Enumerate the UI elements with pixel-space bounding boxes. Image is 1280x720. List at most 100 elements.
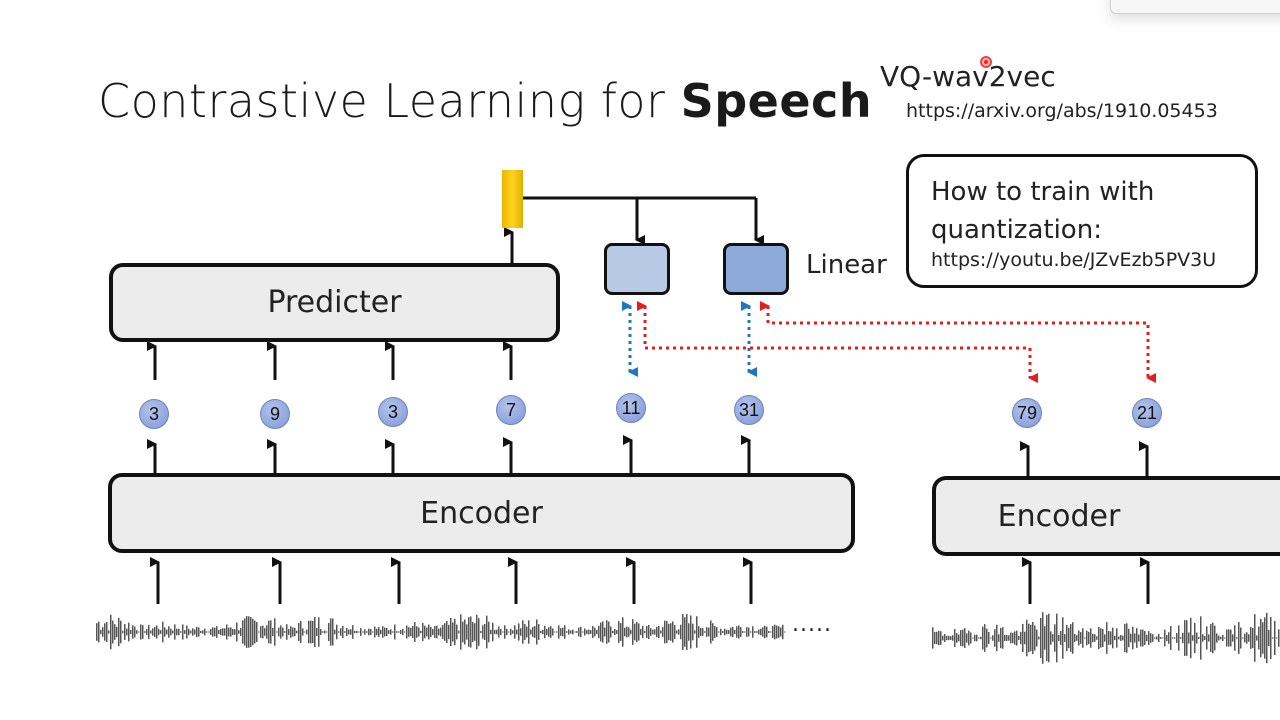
- waveform-sample: [1226, 629, 1228, 647]
- predicter-block: Predicter: [109, 263, 560, 342]
- waveform-sample: [624, 627, 626, 637]
- waveform-sample: [470, 616, 472, 648]
- waveform-sample: [1224, 637, 1226, 639]
- waveform-sample: [238, 630, 240, 634]
- title-bold: Speech: [680, 74, 873, 128]
- waveform-sample: [350, 629, 352, 635]
- waveform-sample: [732, 626, 734, 638]
- waveform-sample: [670, 623, 672, 641]
- waveform-sample: [468, 617, 470, 647]
- waveform-sample: [660, 630, 662, 634]
- encoder-block-right: Encoder: [932, 476, 1280, 556]
- waveform-sample: [1044, 626, 1046, 650]
- waveform-sample: [1024, 631, 1026, 645]
- waveform-sample: [736, 626, 738, 638]
- waveform-sample: [320, 629, 322, 635]
- waveform-sample: [256, 621, 258, 643]
- waveform-sample: [684, 617, 686, 647]
- waveform-sample: [702, 628, 704, 636]
- waveform-sample: [1022, 623, 1024, 653]
- waveform-sample: [416, 626, 418, 638]
- waveform-sample: [658, 626, 660, 638]
- waveform-sample: [508, 631, 510, 633]
- waveform-sample: [292, 627, 294, 637]
- waveform-sample: [494, 629, 496, 635]
- waveform-sample: [1026, 619, 1028, 657]
- waveform-sample: [428, 624, 430, 640]
- waveform-sample: [934, 631, 936, 645]
- waveform-sample: [284, 631, 286, 633]
- waveform-sample: [744, 631, 746, 633]
- waveform-sample: [558, 625, 560, 639]
- waveform-sample: [1154, 637, 1156, 639]
- waveform-sample: [488, 621, 490, 643]
- waveform-sample: [214, 627, 216, 637]
- waveform-sample: [542, 629, 544, 635]
- vq-wav2vec-link[interactable]: https://arxiv.org/abs/1910.05453: [906, 100, 1218, 122]
- waveform-sample: [444, 623, 446, 641]
- waveform-sample: [492, 622, 494, 642]
- waveform-sample: [974, 634, 976, 642]
- waveform-sample: [438, 628, 440, 636]
- waveform-sample: [108, 630, 110, 634]
- waveform-sample: [938, 630, 940, 646]
- token: 3: [378, 397, 408, 427]
- waveform-sample: [776, 625, 778, 639]
- waveform-sample: [1076, 635, 1078, 641]
- waveform-sample: [1194, 622, 1196, 654]
- waveform-sample: [178, 628, 180, 636]
- waveform-sample: [450, 617, 452, 647]
- waveform-sample: [376, 628, 378, 636]
- howto-link[interactable]: https://youtu.be/JZvEzb5PV3U: [931, 249, 1217, 271]
- waveform-sample: [1100, 628, 1102, 648]
- waveform-sample: [722, 631, 724, 633]
- waveform-sample: [594, 627, 596, 637]
- presentation-toolbar[interactable]: [1110, 0, 1280, 14]
- predicter-label: Predicter: [267, 285, 402, 320]
- waveform-sample: [554, 631, 556, 633]
- waveform-sample: [324, 630, 326, 634]
- waveform-sample: [626, 626, 628, 638]
- waveform-sample: [950, 636, 952, 640]
- waveform-sample: [1066, 624, 1068, 652]
- waveform-sample: [426, 627, 428, 637]
- waveform-sample: [1052, 634, 1054, 642]
- waveform-sample: [106, 622, 108, 642]
- waveform-sample: [710, 620, 712, 644]
- waveform-sample: [514, 625, 516, 639]
- waveform-sample: [694, 630, 696, 634]
- waveform-sample: [1258, 626, 1260, 650]
- waveform-sample: [1156, 636, 1158, 640]
- waveform-sample: [1078, 630, 1080, 646]
- waveform-sample: [588, 629, 590, 635]
- waveform-sample: [150, 630, 152, 634]
- waveform-sample: [548, 627, 550, 637]
- linear-layer-dark: [723, 243, 789, 295]
- waveform-sample: [742, 631, 744, 633]
- waveform-sample: [500, 629, 502, 635]
- waveform-sample: [760, 628, 762, 636]
- waveform-sample: [540, 630, 542, 634]
- waveform-sample: [666, 621, 668, 643]
- waveform-sample: [640, 628, 642, 636]
- waveform-sample: [746, 627, 748, 637]
- waveform-sample: [1098, 626, 1100, 650]
- waveform-sample: [756, 631, 758, 633]
- waveform-sample: [1230, 629, 1232, 647]
- waveform-sample: [234, 629, 236, 635]
- waveform-sample: [340, 628, 342, 636]
- waveform-sample: [1102, 628, 1104, 648]
- encoder-label: Encoder: [420, 495, 543, 531]
- waveform-sample: [146, 629, 148, 635]
- waveform-sample: [120, 620, 122, 644]
- waveform-sample: [598, 625, 600, 639]
- waveform-sample: [182, 624, 184, 640]
- waveform-sample: [1192, 635, 1194, 641]
- waveform-sample: [664, 620, 666, 644]
- waveform-sample: [1004, 634, 1006, 642]
- waveform-sample: [1180, 637, 1182, 639]
- waveform-sample: [696, 616, 698, 648]
- waveform-sample: [538, 624, 540, 640]
- waveform-sample: [688, 623, 690, 641]
- waveform-sample: [1006, 635, 1008, 641]
